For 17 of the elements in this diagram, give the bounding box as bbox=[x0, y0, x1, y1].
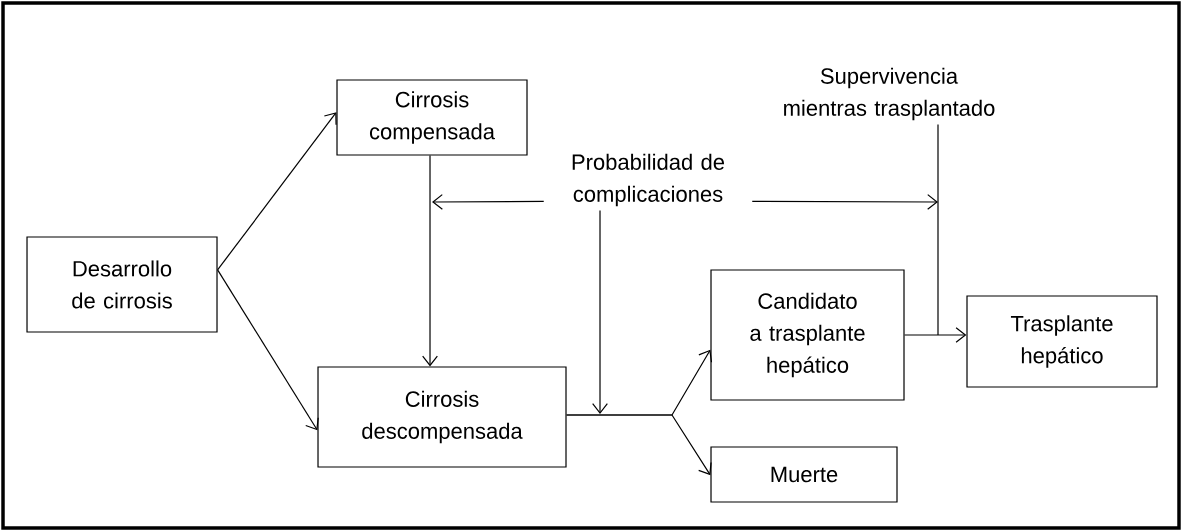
arrow bbox=[432, 194, 545, 210]
arrow bbox=[217, 269, 319, 431]
process-box: Cirrosis descompensada bbox=[317, 366, 567, 468]
arrow bbox=[904, 327, 967, 343]
arrow bbox=[422, 155, 438, 367]
line bbox=[937, 123, 939, 336]
process-box: Candidato a trasplante hepático bbox=[710, 269, 905, 401]
arrow bbox=[217, 112, 337, 271]
process-box: Cirrosis compensada bbox=[336, 79, 528, 156]
process-box: Desarrollo de cirrosis bbox=[26, 236, 218, 333]
annotation-text: Supervivencia mientras trasplantado bbox=[784, 67, 995, 121]
arrow bbox=[751, 194, 938, 210]
annotation-text: Probabilidad de complicaciones bbox=[572, 153, 725, 207]
arrow bbox=[592, 209, 608, 414]
process-box: Trasplante hepático bbox=[966, 295, 1158, 388]
process-box: Muerte bbox=[710, 446, 898, 503]
arrow bbox=[566, 414, 712, 476]
